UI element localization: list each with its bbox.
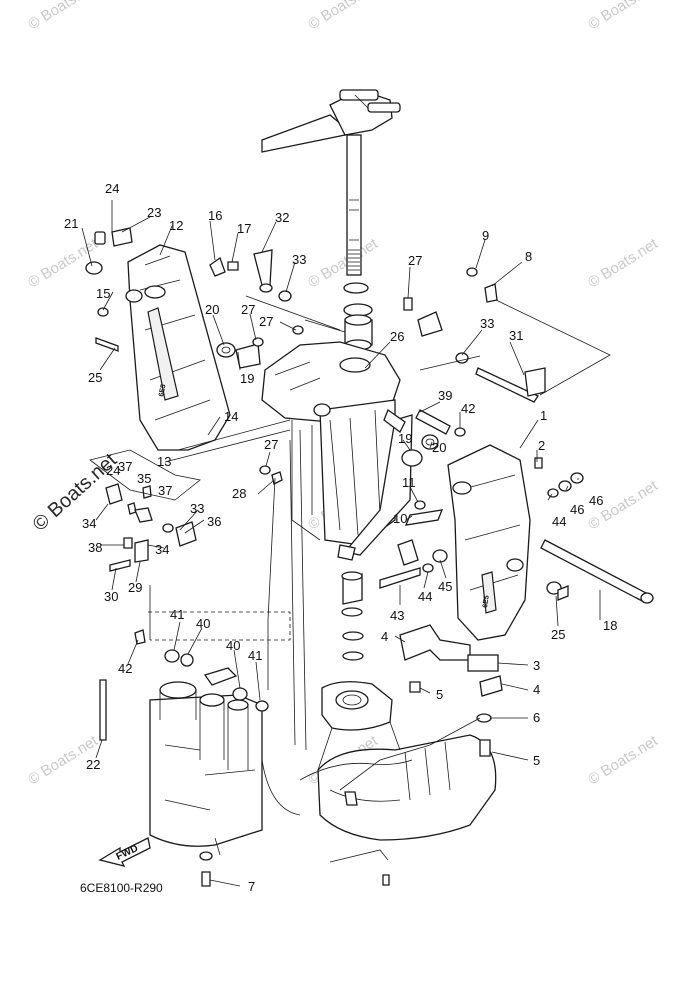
watermark-text: © Boats.net [585, 235, 661, 292]
leader-lines [81, 200, 611, 887]
callout-24: 24 [105, 181, 119, 196]
callout-24: 24 [106, 463, 120, 478]
callout-16: 16 [208, 208, 222, 223]
callout-33: 33 [292, 252, 306, 267]
callout-27: 27 [264, 437, 278, 452]
callout-10: 10 [393, 511, 407, 526]
callout-3: 3 [533, 658, 540, 673]
callout-33: 33 [190, 501, 204, 516]
callout-31: 31 [509, 328, 523, 343]
callout-22: 22 [86, 757, 100, 772]
callout-1: 1 [540, 408, 547, 423]
callout-12: 12 [169, 218, 183, 233]
callout-30: 30 [104, 589, 118, 604]
callout-14: 14 [224, 409, 238, 424]
callout-labels: 24 21 23 12 16 17 32 15 33 27 9 8 20 27 … [64, 181, 617, 894]
callout-43: 43 [390, 608, 404, 623]
callout-37: 37 [118, 459, 132, 474]
callout-36: 36 [207, 514, 221, 529]
callout-45: 45 [438, 579, 452, 594]
callout-44: 44 [552, 514, 566, 529]
clamp-bracket-left: 6E5 [125, 244, 231, 451]
callout-21: 21 [64, 216, 78, 231]
callout-27: 27 [259, 314, 273, 329]
callout-5: 5 [436, 687, 443, 702]
callout-26: 26 [390, 329, 404, 344]
bracket-stamp: 6E5 [158, 384, 167, 398]
steering-shaft [261, 89, 401, 351]
mount-pads [399, 624, 503, 757]
callout-37: 37 [158, 483, 172, 498]
callout-34: 34 [155, 542, 169, 557]
callout-41: 41 [248, 648, 262, 663]
callout-2: 2 [538, 438, 545, 453]
lower-unit-block [149, 667, 263, 856]
callout-4: 4 [381, 629, 388, 644]
callout-7: 7 [248, 879, 255, 894]
callout-5: 5 [533, 753, 540, 768]
callout-17: 17 [237, 221, 251, 236]
swivel-bracket [261, 341, 413, 561]
callout-9: 9 [482, 228, 489, 243]
callout-46: 46 [570, 502, 584, 517]
callout-32: 32 [275, 210, 289, 225]
callout-11: 11 [402, 475, 416, 490]
callout-6: 6 [533, 710, 540, 725]
watermark-text: © Boats.net [305, 0, 381, 33]
callout-20: 20 [432, 440, 446, 455]
callout-41: 41 [170, 607, 184, 622]
watermark-text: © Boats.net [585, 732, 661, 789]
watermark-text: © Boats.net [25, 0, 101, 33]
callout-13: 13 [157, 454, 171, 469]
upper-casing [299, 681, 497, 841]
bracket-stamp: 6E5 [482, 595, 491, 608]
tilt-tube [540, 539, 654, 604]
callout-35: 35 [137, 471, 151, 486]
callout-20: 20 [205, 302, 219, 317]
callout-42: 42 [118, 661, 132, 676]
clamp-bracket-right: 6E5 [447, 444, 531, 641]
callout-19: 19 [240, 371, 254, 386]
callout-18: 18 [603, 618, 617, 633]
small-parts [85, 227, 584, 887]
callout-4: 4 [533, 682, 540, 697]
callout-28: 28 [232, 486, 246, 501]
callout-39: 39 [438, 388, 452, 403]
callout-38: 38 [88, 540, 102, 555]
callout-15: 15 [96, 286, 110, 301]
callout-42: 42 [461, 401, 475, 416]
callout-33: 33 [480, 316, 494, 331]
callout-8: 8 [525, 249, 532, 264]
callout-23: 23 [147, 205, 161, 220]
callout-34: 34 [82, 516, 96, 531]
callout-27: 27 [241, 302, 255, 317]
callout-25: 25 [551, 627, 565, 642]
callout-40: 40 [226, 638, 240, 653]
callout-40: 40 [196, 616, 210, 631]
fwd-arrow: FWD [98, 837, 151, 867]
callout-27: 27 [408, 253, 422, 268]
callout-19: 19 [398, 431, 412, 446]
callout-25: 25 [88, 370, 102, 385]
watermark-text: © Boats.net [585, 0, 661, 33]
watermark-text: © Boats.net [305, 235, 381, 292]
callout-44: 44 [418, 589, 432, 604]
diagram-code: 6CE8100-R290 [80, 881, 163, 895]
callout-46: 46 [589, 493, 603, 508]
callout-29: 29 [128, 580, 142, 595]
